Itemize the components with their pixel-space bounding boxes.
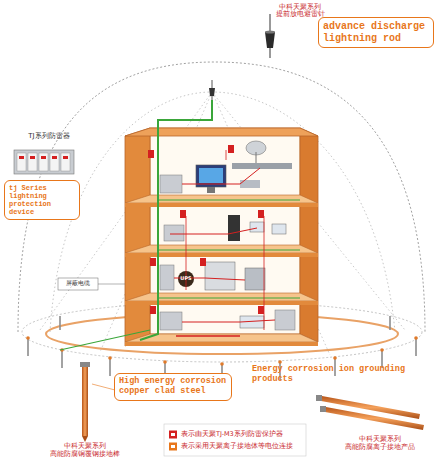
annotation-label: 中科天聚系列 高能防腐铜覆钢接地棒	[46, 443, 124, 459]
cable-label-box	[58, 278, 98, 290]
copper-clad-rod	[80, 362, 90, 442]
wiring	[60, 100, 300, 350]
lightning-rod	[209, 80, 215, 100]
callout-box: TJ系列防雷器tj Series lightning protection de…	[4, 132, 84, 216]
annotation-label: UPS	[177, 275, 195, 281]
callout-text: High energy corrosion copper clad steel	[114, 373, 232, 401]
leader-line	[92, 384, 115, 390]
callout-text: tj Series lightning protection device	[4, 180, 80, 220]
leader-line	[98, 284, 125, 285]
annotation-label: 屏蔽电缆	[58, 279, 98, 286]
annotation-label: Energy corrosion ion grounding products	[252, 364, 422, 384]
protector-icons	[148, 145, 264, 314]
callout-heading: 中科天聚系列 提前放电避雷针	[276, 4, 324, 19]
legend-text: 表示采用天聚离子接地体等电位连接	[181, 442, 293, 451]
ion-grounding-rods	[316, 395, 424, 430]
callout-box: 中科天聚系列 提前放电避雷针advance discharge lightnin…	[276, 4, 436, 54]
legend-row: 表示采用天聚离子接地体等电位连接	[168, 440, 304, 452]
legend-icon	[168, 442, 178, 451]
legend-icon	[168, 430, 178, 439]
callout-text: advance discharge lightning rod	[318, 17, 434, 48]
protection-lines	[40, 92, 405, 355]
legend-text: 表示由天聚TJ-M3系列防雷保护器	[181, 430, 283, 439]
annotation-label: 中科天聚系列 高能防腐离子接地产品	[330, 436, 430, 452]
legend-frame	[164, 424, 306, 456]
building	[125, 128, 318, 346]
equipment	[160, 141, 295, 330]
legend-row: 表示由天聚TJ-M3系列防雷保护器	[168, 428, 304, 440]
surge-protector-device	[14, 150, 74, 174]
lightning-rod-icon	[265, 14, 275, 58]
legend: 表示由天聚TJ-M3系列防雷保护器表示采用天聚离子接地体等电位连接	[168, 428, 304, 452]
callout-heading: TJ系列防雷器	[14, 132, 84, 140]
callout-box: High energy corrosion copper clad steel	[114, 373, 232, 413]
